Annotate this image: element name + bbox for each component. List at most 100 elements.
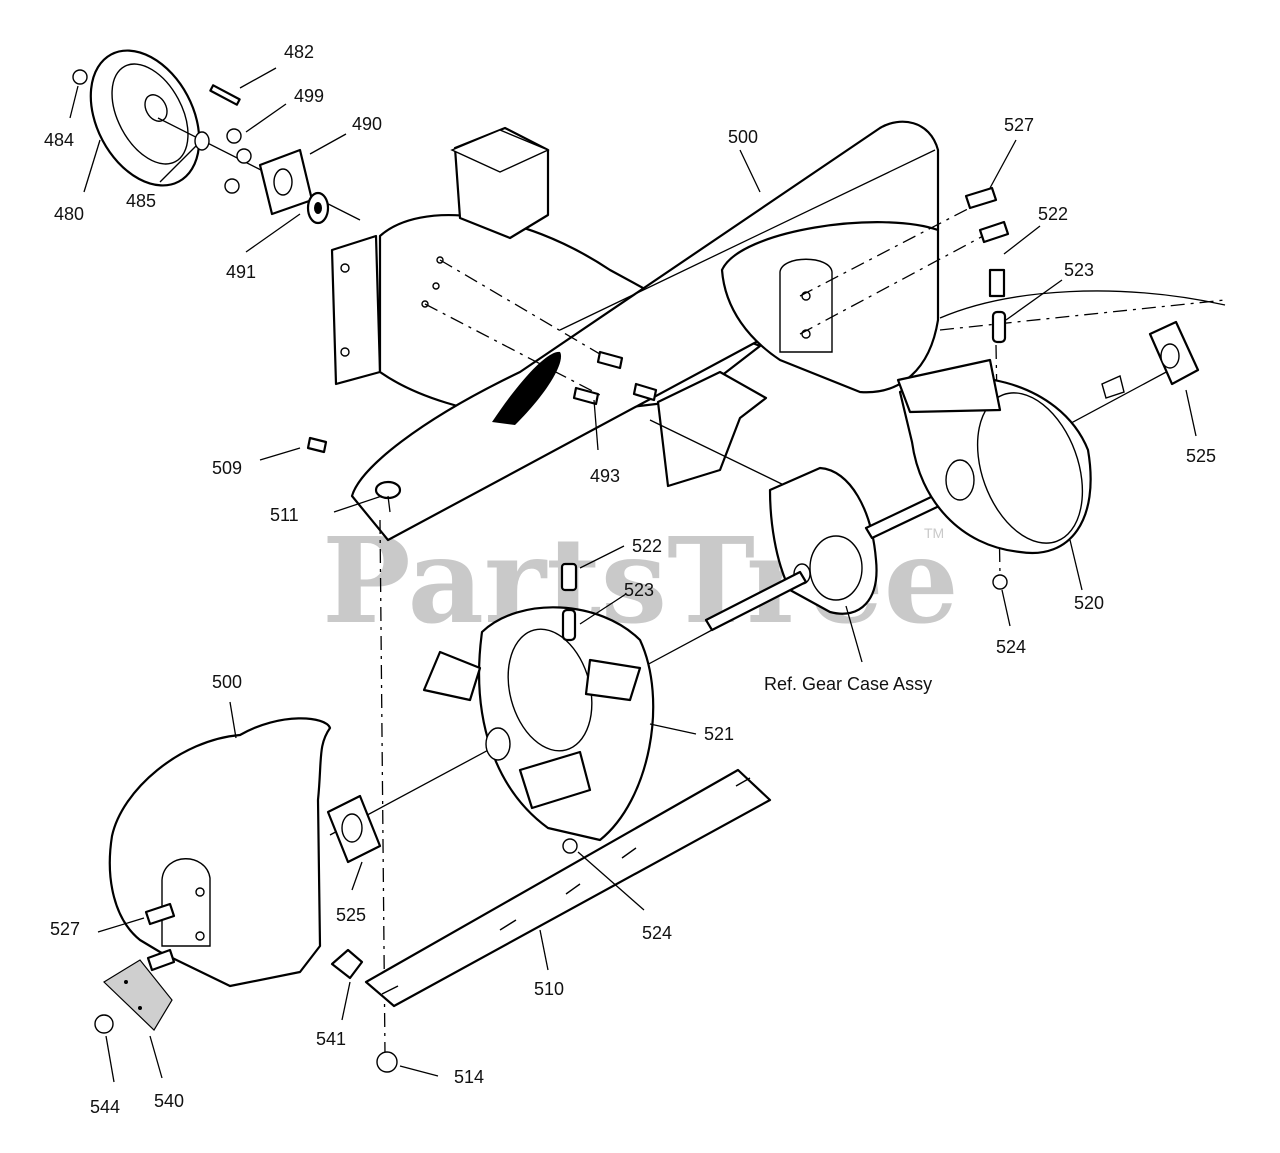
bearing-525-right-hole <box>1160 343 1180 369</box>
callout-499: 499 <box>294 86 324 106</box>
bearing-flange-hole <box>273 168 293 196</box>
auger-520-hub <box>945 459 975 501</box>
assembly-line-4 <box>799 234 986 335</box>
callout-525-low: 525 <box>336 905 366 925</box>
callout-523-mid: 523 <box>624 580 654 600</box>
auger-521-blade-mid <box>584 658 642 702</box>
bolt-493-a <box>596 350 624 370</box>
gear-case-reference: Ref. Gear Case Assy <box>764 674 932 694</box>
callout-541: 541 <box>316 1029 346 1049</box>
bolt-527-low-b <box>146 948 176 972</box>
leader-490 <box>309 133 347 155</box>
leader-525-right <box>1185 389 1197 437</box>
bolt-522-mid <box>560 562 578 592</box>
scraper-slot-1 <box>381 985 399 995</box>
leader-484 <box>69 85 79 119</box>
leader-527-low <box>97 917 145 933</box>
chute-mount-top <box>450 129 550 173</box>
housing-hole-b <box>432 282 440 290</box>
scraper-slot-4 <box>621 847 637 859</box>
housing-opening <box>492 351 562 425</box>
bolt-511-shank <box>387 495 391 513</box>
callout-511: 511 <box>270 505 299 525</box>
callout-522-top: 522 <box>1038 204 1068 224</box>
leader-524-right <box>1001 589 1011 627</box>
nut-499-a <box>226 128 242 144</box>
callout-520: 520 <box>1074 593 1104 613</box>
callout-509: 509 <box>212 458 242 478</box>
gear-case-hub <box>809 535 863 601</box>
scraper-slot-2 <box>499 919 517 931</box>
assembly-line-5 <box>939 299 1226 331</box>
bolt-493-c <box>572 386 600 406</box>
bearing-491-core <box>314 202 322 214</box>
leader-521 <box>649 723 697 735</box>
leader-525-low <box>351 861 363 891</box>
leader-500-top <box>739 149 761 193</box>
callout-490: 490 <box>352 114 382 134</box>
nut-499-c <box>224 178 240 194</box>
assembly-line-1 <box>439 259 611 361</box>
side-plate-hole-1 <box>195 887 205 897</box>
side-plate-500 <box>94 717 382 1034</box>
callout-521: 521 <box>704 724 734 744</box>
leader-485 <box>159 145 197 183</box>
spacer-523-right <box>991 310 1007 344</box>
key-482 <box>209 84 241 106</box>
pulley-assembly <box>72 49 361 225</box>
nut-499-b <box>236 148 252 164</box>
impeller-blade <box>656 370 768 488</box>
callout-510: 510 <box>534 979 564 999</box>
scraper-slot-5 <box>735 777 751 787</box>
drive-shaft-left <box>704 570 808 632</box>
assembly-line-2 <box>424 303 601 396</box>
washer-485 <box>194 131 210 151</box>
leader-509 <box>259 447 301 461</box>
shoe-hole-2 <box>138 1006 142 1010</box>
callout-523-top: 523 <box>1064 260 1094 280</box>
callout-485: 485 <box>126 191 156 211</box>
auger-520-blade <box>896 358 1002 414</box>
bolt-522-right-a <box>978 220 1010 244</box>
leader-540 <box>149 1035 163 1079</box>
callout-480: 480 <box>54 204 84 224</box>
leader-482 <box>239 67 277 89</box>
assembly-line-3 <box>799 199 986 297</box>
callout-500-top: 500 <box>728 127 758 147</box>
leader-527-top <box>989 139 1017 189</box>
auger-521-blade-top <box>422 650 482 702</box>
callout-491: 491 <box>226 262 256 282</box>
auger-521-hub <box>485 727 511 761</box>
bolt-527-low-a <box>144 902 176 926</box>
callout-484: 484 <box>44 130 74 150</box>
side-plate-500-body <box>108 717 332 988</box>
bolt-527-top <box>964 186 998 210</box>
housing-beam <box>350 120 940 542</box>
leader-493 <box>593 399 599 451</box>
bracket-hole-top <box>340 263 350 273</box>
auger-housing-500 <box>330 120 1226 1056</box>
callout-522-mid: 522 <box>632 536 662 556</box>
auger-520-inner <box>976 392 1084 544</box>
callout-540: 540 <box>154 1091 184 1111</box>
main-shaft <box>649 419 791 489</box>
leader-gear-case <box>845 605 863 663</box>
nut-514 <box>376 1051 398 1073</box>
spacer-523-mid <box>561 608 577 642</box>
leader-500-side <box>229 701 237 739</box>
leader-522-mid <box>579 545 625 569</box>
bearing-525-low-hole <box>341 813 363 843</box>
bolt-509 <box>306 436 328 454</box>
bolt-493-b <box>632 382 658 402</box>
bolt-541 <box>330 948 364 980</box>
shoe-540 <box>103 959 173 1031</box>
nut-524-right <box>992 574 1008 590</box>
housing-end-plate <box>779 258 833 353</box>
callout-527-top: 527 <box>1004 115 1034 135</box>
nut-484 <box>72 69 88 85</box>
assembly-line-6 <box>379 519 386 1056</box>
leader-510 <box>539 929 549 971</box>
callout-525-right: 525 <box>1186 446 1216 466</box>
auger-sweep-arc <box>939 290 1226 319</box>
